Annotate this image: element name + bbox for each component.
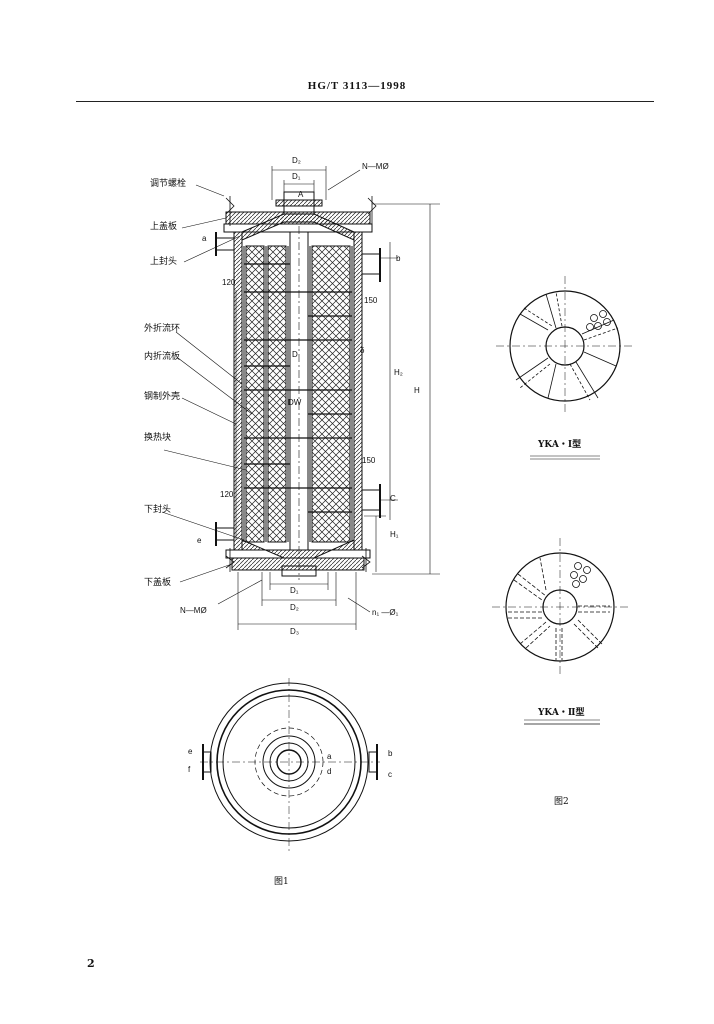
plan-label-f: f [188,765,191,774]
dim-d1-bot: D₁ [290,586,299,595]
dim-150-bot: 150 [362,456,376,465]
baffles [244,263,352,513]
left-heat-blocks [243,245,289,543]
type1-label: YKA・Ⅰ型 [538,440,582,450]
label-steel-shell: 钢制外壳 [144,392,181,402]
dim-delta: δ [360,346,365,355]
dim-dw: DW [288,398,302,407]
type2-label: YKA・Ⅱ型 [538,708,585,718]
dim-b: b [396,254,401,263]
dim-h1: H₁ [390,530,399,539]
type1-disk [496,276,634,460]
dim-d2-bot: D₂ [290,603,299,612]
dim-120-top: 120 [222,278,236,287]
plan-label-a: a [327,752,332,761]
plan-label-b: b [388,749,393,758]
dim-nm-bot: N—MØ [180,606,207,615]
figure1-caption: 图1 [274,877,289,887]
dim-nm-top: N—MØ [362,162,389,171]
plan-view [200,678,380,852]
dim-d2-top: D₂ [292,156,301,165]
dim-150-top: 150 [364,296,378,305]
type2-disk [492,538,628,725]
dim-e: e [197,536,202,545]
label-lower-head: 下封头 [144,505,172,515]
dim-n1: n₁ —Ø₁ [372,608,399,617]
dim-a: A [298,190,304,199]
elevation-view [161,166,440,630]
side-nozzles [215,232,381,546]
label-outer-baffle-ring: 外折流环 [144,324,181,334]
dimension-lines [217,166,440,630]
dim-c-right: C [390,494,396,503]
right-heat-blocks [309,245,353,543]
label-upper-cover: 上盖板 [150,222,178,232]
label-adjust-bolt: 调节螺栓 [150,179,187,189]
lower-head [241,539,355,559]
dim-d: D [292,350,298,359]
dim-120-bot: 120 [220,490,234,499]
shell-right-wall [353,231,363,551]
header-rule [76,101,654,102]
dim-h2: H₂ [394,368,403,377]
adjust-bolts [225,196,377,572]
upper-head [241,213,355,241]
label-lower-cover: 下盖板 [144,578,172,588]
standard-code: HG/T 3113—1998 [307,80,407,92]
label-heat-block: 换热块 [144,433,172,443]
dim-a-left: a [202,234,207,243]
page-number: 2 [87,957,95,970]
dim-d3: D₃ [290,627,300,636]
label-inner-baffle: 内折流板 [144,352,181,362]
leader-lines [161,184,253,583]
figure2-caption: 图2 [554,797,569,807]
dim-h: H [414,386,420,395]
label-upper-head: 上封头 [150,257,178,267]
plan-label-c: c [388,770,392,779]
dim-d1-top: D₁ [292,172,301,181]
plan-label-d: d [327,767,332,776]
lower-cover-plate [231,557,365,571]
plan-label-e: e [188,747,193,756]
